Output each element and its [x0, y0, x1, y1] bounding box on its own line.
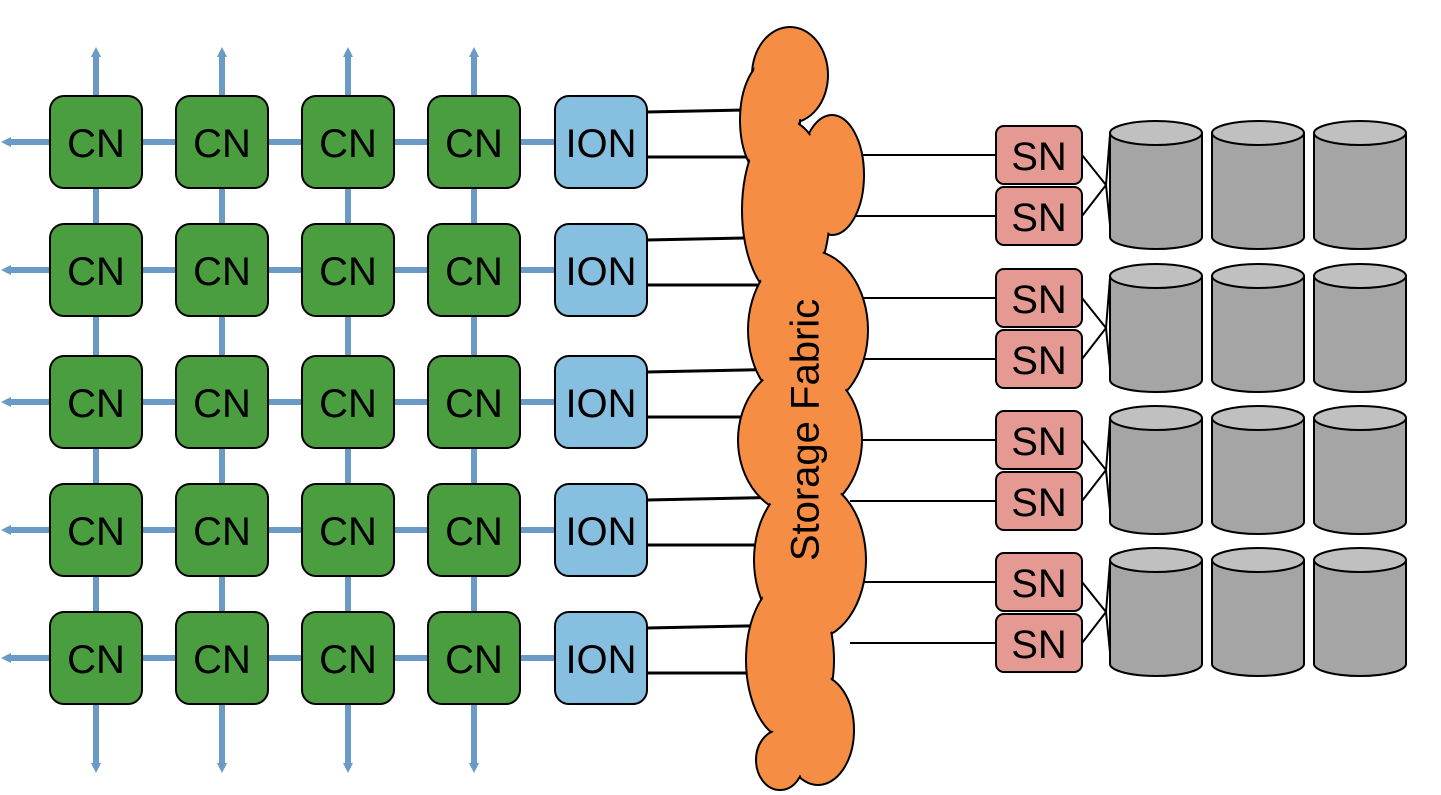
compute-node: [49, 611, 143, 705]
compute-node-label: CN: [193, 510, 251, 554]
compute-node: [49, 223, 143, 317]
storage-node-label: SN: [1011, 481, 1067, 525]
compute-node-label: CN: [193, 250, 251, 294]
compute-node: [301, 95, 395, 189]
compute-node-label: CN: [445, 510, 503, 554]
compute-node: [427, 611, 521, 705]
io-node: [554, 611, 648, 705]
compute-node: [427, 95, 521, 189]
storage-node-label: SN: [1011, 278, 1067, 322]
fabric-cloud-fill: [758, 732, 802, 788]
storage-connector: [1081, 277, 1111, 369]
compute-node: [175, 223, 269, 317]
io-node: [554, 355, 648, 449]
compute-node-label: CN: [445, 122, 503, 166]
storage-node-label: SN: [1011, 420, 1067, 464]
compute-node-label: CN: [193, 122, 251, 166]
storage-node-label: SN: [1011, 339, 1067, 383]
storage-connector: [1081, 134, 1111, 226]
compute-node-label: CN: [193, 382, 251, 426]
compute-node-label: CN: [319, 510, 377, 554]
disk-top: [1211, 547, 1305, 573]
disk-body: [1313, 417, 1407, 535]
compute-node: [427, 483, 521, 577]
io-node: [554, 95, 648, 189]
storage-node-label: SN: [1011, 562, 1067, 606]
compute-node: [49, 95, 143, 189]
compute-node-label: CN: [319, 638, 377, 682]
compute-node: [175, 483, 269, 577]
disk-body: [1211, 417, 1305, 535]
compute-node: [427, 223, 521, 317]
disk-top: [1109, 263, 1203, 289]
compute-node: [49, 355, 143, 449]
storage-fabric-label: Storage Fabric: [784, 299, 828, 561]
compute-node: [49, 483, 143, 577]
disk-body: [1313, 275, 1407, 393]
disk-body: [1109, 417, 1203, 535]
compute-node-label: CN: [193, 638, 251, 682]
storage-node-label: SN: [1011, 135, 1067, 179]
compute-node-label: CN: [67, 510, 125, 554]
compute-node-label: CN: [67, 122, 125, 166]
fabric-cloud-fill: [740, 367, 860, 513]
compute-node-label: CN: [445, 250, 503, 294]
compute-node-label: CN: [67, 382, 125, 426]
io-node-label: ION: [565, 510, 636, 554]
compute-node-label: CN: [319, 250, 377, 294]
compute-node-label: CN: [67, 638, 125, 682]
disk-top: [1313, 120, 1407, 146]
io-node-label: ION: [565, 382, 636, 426]
disk-top: [1211, 405, 1305, 431]
storage-connector: [1081, 419, 1111, 511]
compute-node-label: CN: [319, 122, 377, 166]
compute-node-label: CN: [445, 382, 503, 426]
compute-node-label: CN: [319, 382, 377, 426]
disk-top: [1313, 263, 1407, 289]
disk-top: [1109, 405, 1203, 431]
fabric-cloud-fill: [750, 252, 866, 408]
storage-node-label: SN: [1011, 196, 1067, 240]
disk-body: [1109, 132, 1203, 250]
compute-node: [301, 483, 395, 577]
compute-node-grid: CN CN CN CN CN CN CN CN CN CN CN CN CN CN CN CN CN CN CN CN: [49, 95, 521, 705]
compute-node: [427, 355, 521, 449]
compute-node: [175, 611, 269, 705]
storage-fabric-cloud: [737, 26, 869, 791]
disk-body: [1211, 132, 1305, 250]
disk-top: [1211, 263, 1305, 289]
io-node: [554, 223, 648, 317]
io-node: [554, 483, 648, 577]
disk-body: [1313, 559, 1407, 677]
compute-node-label: CN: [445, 638, 503, 682]
io-node-label: ION: [565, 122, 636, 166]
disk-body: [1211, 559, 1305, 677]
compute-node: [301, 611, 395, 705]
disk-top: [1211, 120, 1305, 146]
disk-body: [1211, 275, 1305, 393]
disk-body: [1109, 275, 1203, 393]
disk-top: [1313, 405, 1407, 431]
io-node-label: ION: [565, 250, 636, 294]
disk-body: [1313, 132, 1407, 250]
storage-node-label: SN: [1011, 623, 1067, 667]
io-node-label: ION: [565, 638, 636, 682]
disk-top: [1109, 547, 1203, 573]
compute-node: [301, 223, 395, 317]
compute-node: [175, 355, 269, 449]
compute-node: [301, 355, 395, 449]
storage-node-groups: SN SN SN SN SN SN SN SN: [995, 120, 1407, 677]
disk-body: [1109, 559, 1203, 677]
disk-top: [1109, 120, 1203, 146]
compute-node-label: CN: [67, 250, 125, 294]
disk-top: [1313, 547, 1407, 573]
io-node-column: ION ION ION ION ION: [554, 95, 648, 705]
storage-connector: [1081, 561, 1111, 653]
compute-node: [175, 95, 269, 189]
